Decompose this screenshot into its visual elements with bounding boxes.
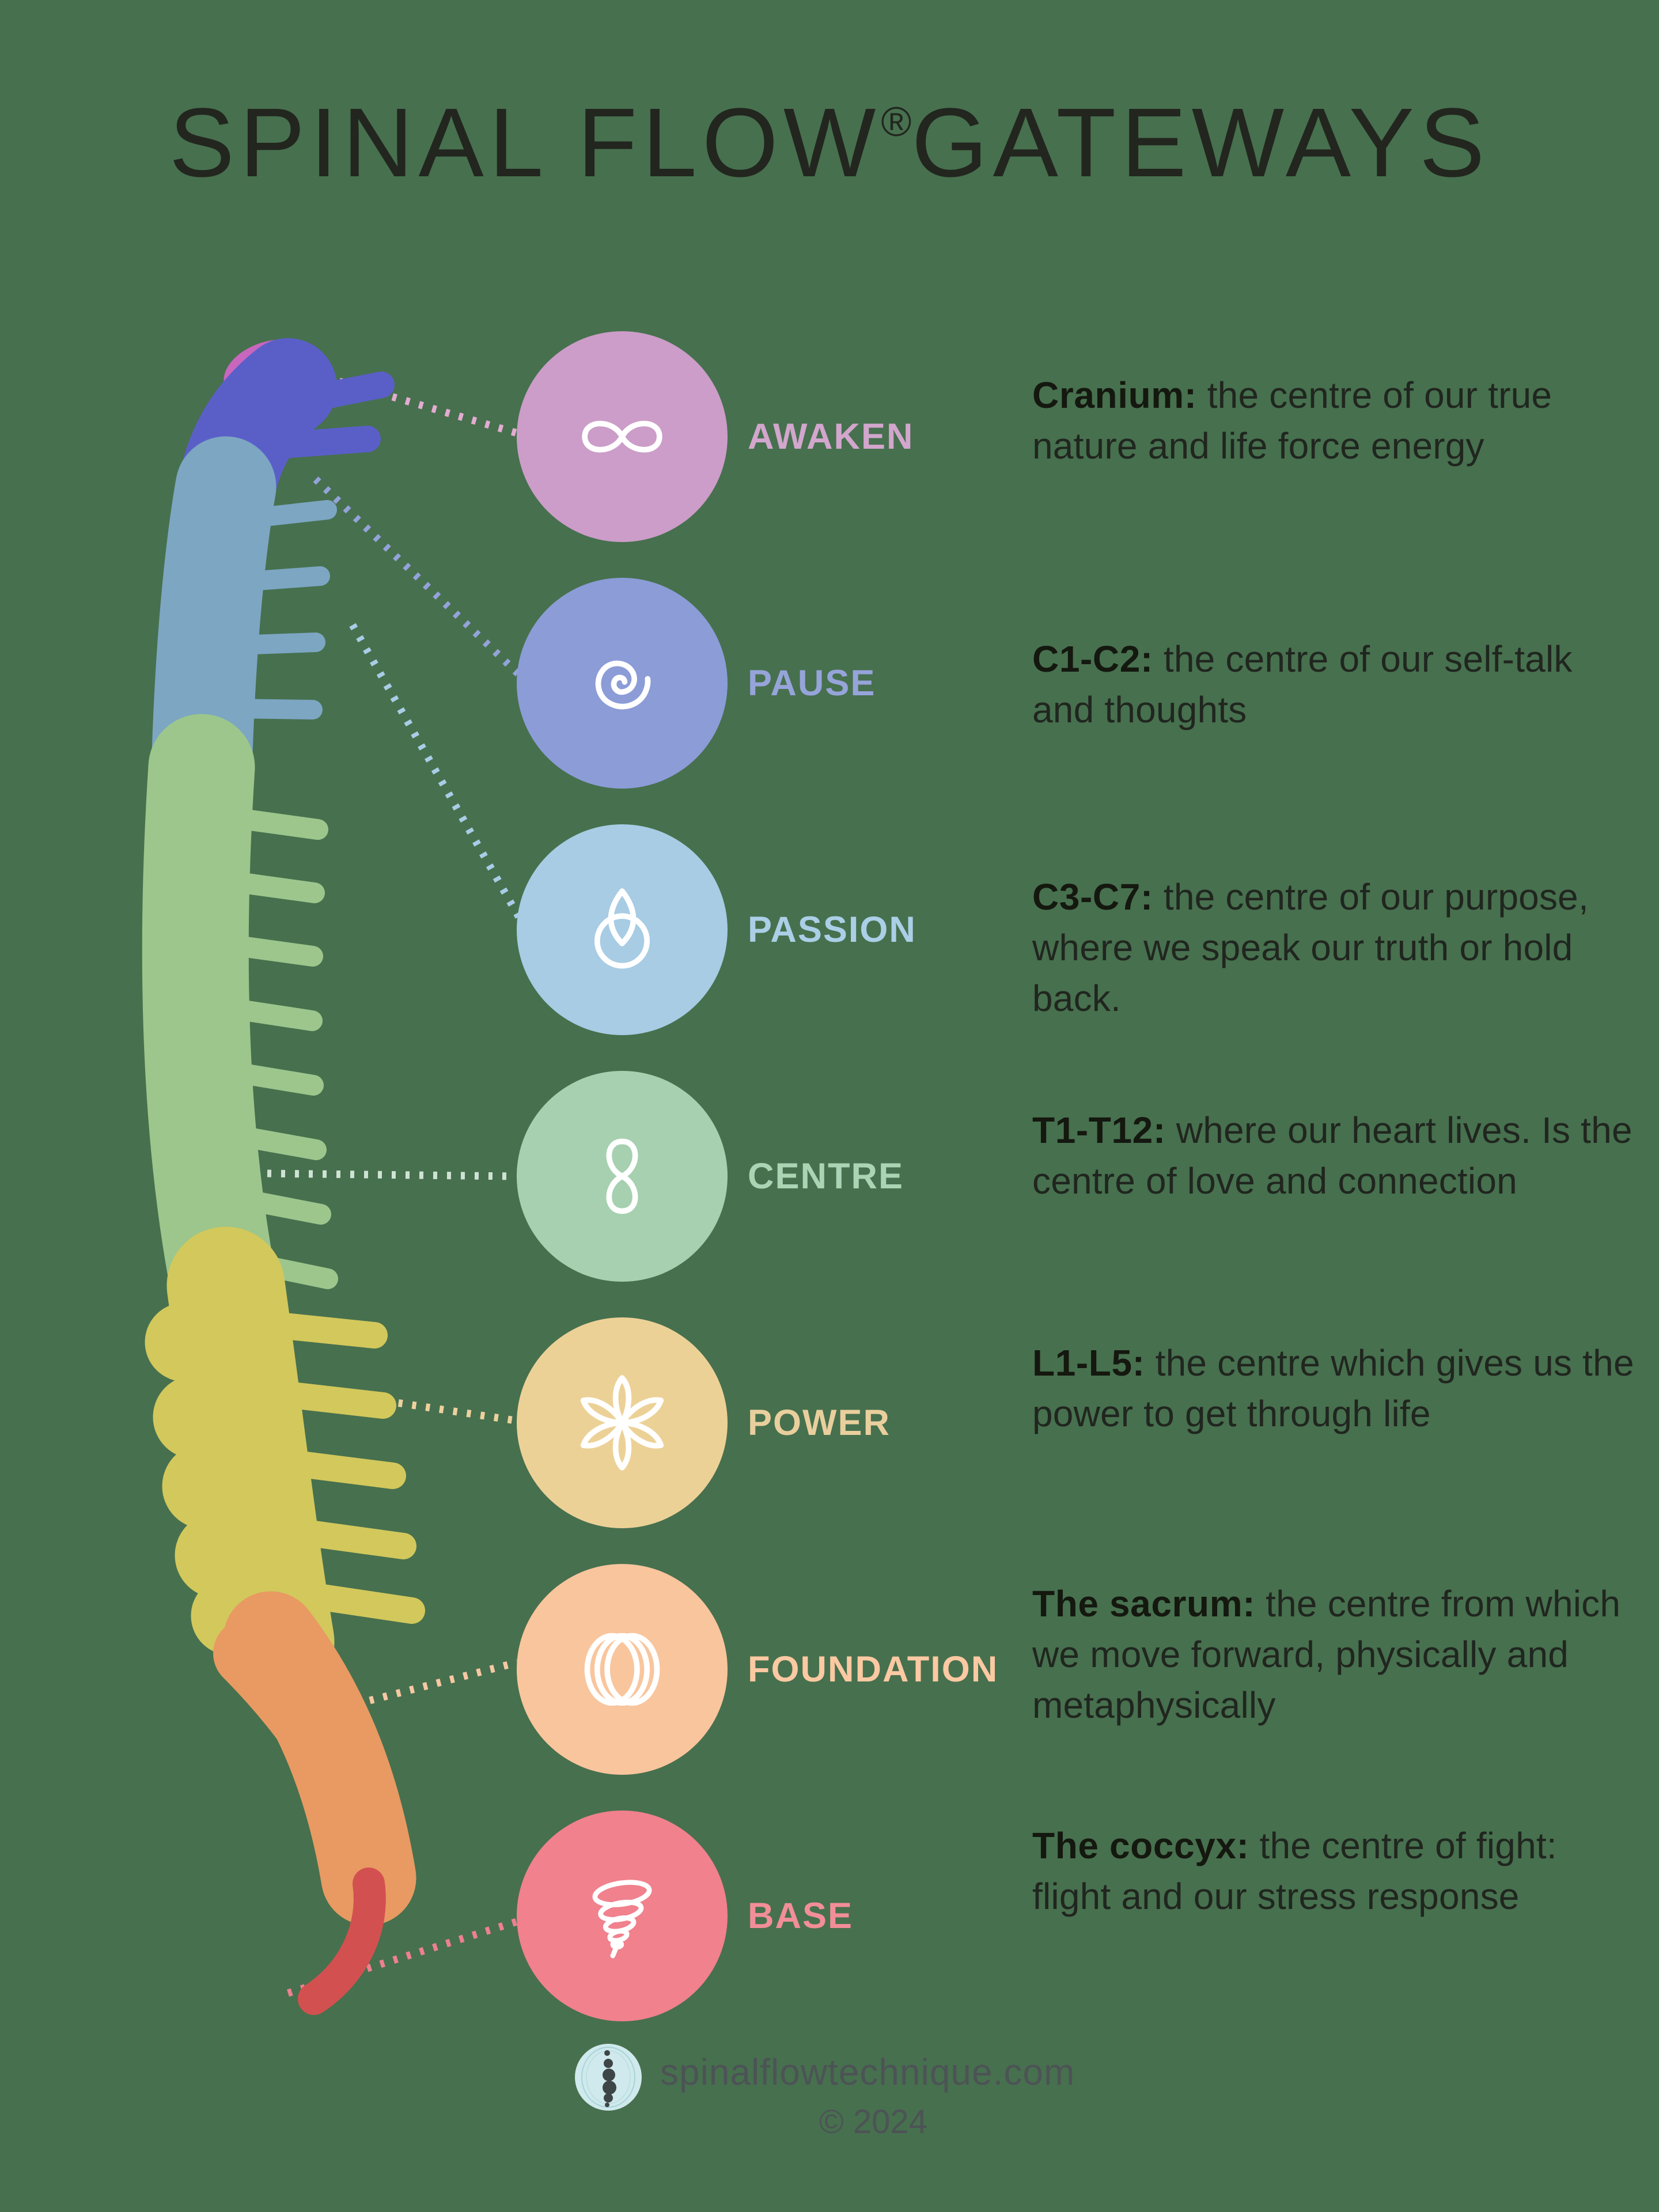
connector-awaken <box>298 366 518 437</box>
gateway-description-passion: C3-C7: the centre of our purpose, where … <box>1032 872 1642 1024</box>
overlapping-circles-icon <box>584 1633 660 1706</box>
description-text: the centre of fight: flight and our stre… <box>1032 1825 1557 1917</box>
gateway-label-power: POWER <box>748 1403 891 1443</box>
gateway-label-pause: PAUSE <box>748 663 876 703</box>
figure-eight-icon <box>606 1138 638 1214</box>
connector-lines <box>211 366 524 1997</box>
spine-coccyx <box>298 1868 386 2015</box>
poster-title: SPINAL FLOW®GATEWAYS <box>0 86 1659 199</box>
footer-copyright: © 2024 <box>819 2103 927 2141</box>
connector-foundation <box>369 1658 518 1705</box>
gateway-description-pause: C1-C2: the centre of our self-talk and t… <box>1032 634 1642 735</box>
description-lead: Cranium: <box>1032 374 1197 416</box>
connector-pause <box>313 476 521 677</box>
gateway-label-passion: PASSION <box>748 910 916 950</box>
description-text: where our heart lives. Is the centre of … <box>1032 1109 1633 1202</box>
triquetra-icon <box>594 888 650 969</box>
gateway-label-base: BASE <box>748 1896 854 1936</box>
gateway-description-base: The coccyx: the centre of fight: flight … <box>1032 1820 1642 1922</box>
title-main: SPINAL FLOW <box>169 88 881 198</box>
description-lead: T1-T12: <box>1032 1109 1166 1151</box>
description-lead: The sacrum: <box>1032 1583 1256 1624</box>
tornado-icon <box>592 1880 652 1959</box>
gateway-description-foundation: The sacrum: the centre from which we mov… <box>1032 1578 1642 1730</box>
gateway-circle-pause <box>517 578 728 789</box>
gateway-circle-foundation <box>517 1564 728 1775</box>
description-lead: L1-L5: <box>1032 1342 1145 1384</box>
description-text: the centre of our true nature and life f… <box>1032 374 1552 467</box>
footer-website: spinalflowtechnique.com <box>660 2051 1075 2093</box>
description-text: the centre of our self-talk and thoughts <box>1032 638 1573 730</box>
description-text: the centre which gives us the power to g… <box>1032 1342 1634 1434</box>
description-lead: C3-C7: <box>1032 876 1153 918</box>
logo-spine-dots-icon <box>581 2047 635 2108</box>
gateway-circle-passion <box>517 824 728 1035</box>
description-text: the centre of our purpose, where we spea… <box>1032 876 1589 1019</box>
gateway-circle-awaken <box>517 331 728 542</box>
description-text: the centre from which we move forward, p… <box>1032 1583 1621 1726</box>
gateway-description-awaken: Cranium: the centre of our true nature a… <box>1032 370 1642 471</box>
gateway-label-awaken: AWAKEN <box>748 416 914 457</box>
gateway-description-power: L1-L5: the centre which gives us the pow… <box>1032 1338 1642 1439</box>
spine-sacrum <box>213 1591 416 1926</box>
gateway-circle-centre <box>517 1071 728 1282</box>
gateway-circle-power <box>517 1317 728 1528</box>
spine-thoracic <box>142 714 338 1344</box>
lotus-flower-icon <box>580 1375 664 1471</box>
gateway-label-centre: CENTRE <box>748 1156 904 1196</box>
gateway-circle-base <box>517 1810 728 2021</box>
description-lead: C1-C2: <box>1032 638 1153 680</box>
spiral-icon <box>595 660 651 710</box>
spinal-flow-logo-icon <box>575 2044 642 2111</box>
connector-passion <box>349 623 524 922</box>
connector-power <box>384 1397 516 1425</box>
infinity-icon <box>582 421 662 453</box>
gateway-label-foundation: FOUNDATION <box>748 1649 999 1690</box>
gateway-description-centre: T1-T12: where our heart lives. Is the ce… <box>1032 1105 1642 1206</box>
description-lead: The coccyx: <box>1032 1825 1249 1866</box>
title-suffix: GATEWAYS <box>911 88 1490 198</box>
registered-trademark-icon: ® <box>881 99 912 146</box>
